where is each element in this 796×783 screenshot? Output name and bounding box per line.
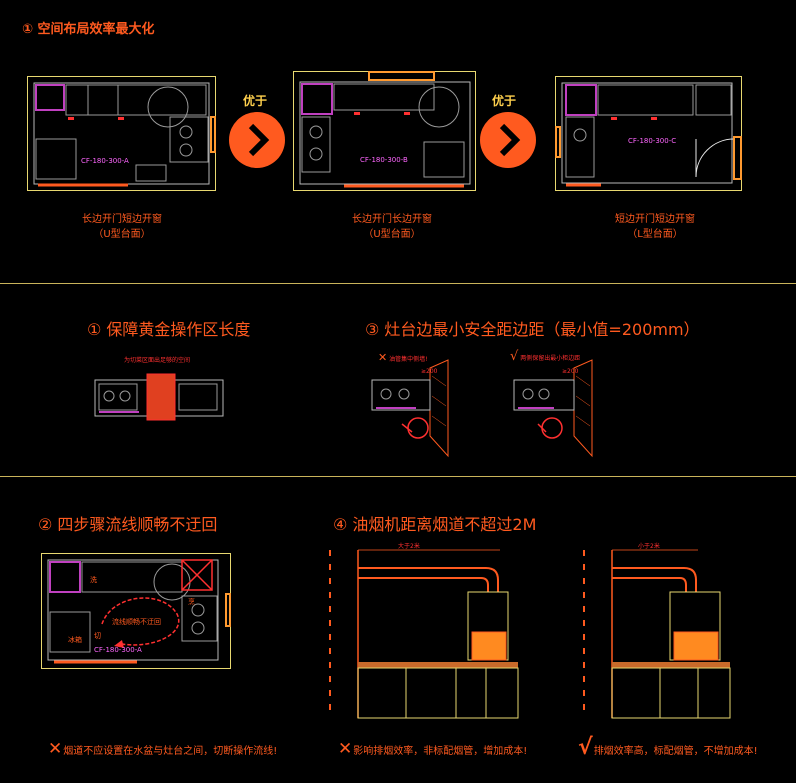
hood-elevation-short: 小于2米 xyxy=(583,542,731,719)
layout-plan-c-drawing: CF-180-300-C xyxy=(555,82,742,187)
workflow-plan-drawing: CF-180-300-A 流线顺畅不迂回 冰箱 洗 切 烹 xyxy=(47,559,231,664)
hood-long-warning-text: 影响排烟效率，非标配烟管，增加成本! xyxy=(353,746,528,757)
layout-plan-b-code: CF-180-300-B xyxy=(360,156,408,164)
golden-zone-counter xyxy=(94,373,224,421)
workflow-cut-label: 切 xyxy=(94,632,101,640)
layout-caption-c-line2: （L型台面） xyxy=(627,229,683,240)
layout-plan-b: CF-180-300-B xyxy=(293,71,476,191)
layout-plan-c-code: CF-180-300-C xyxy=(628,137,676,145)
layout-caption-c: 短边开门短边开窗 （L型台面） xyxy=(575,212,735,242)
layout-caption-a-line2: （U型台面） xyxy=(93,229,151,240)
layout-caption-a: 长边开门短边开窗 （U型台面） xyxy=(42,212,202,242)
golden-zone-title: ① 保障黄金操作区长度 xyxy=(87,320,251,339)
workflow-fridge-label: 冰箱 xyxy=(68,635,82,644)
cross-icon: ✕ xyxy=(338,739,353,759)
stove-good-note: √ 两侧保留出最小柜边距 xyxy=(510,349,580,364)
hood-long-warning-note: ✕影响排烟效率，非标配烟管，增加成本! xyxy=(338,739,527,759)
comparison-label-1: 优于 xyxy=(243,94,268,108)
layout-caption-b-line2: （U型台面） xyxy=(363,229,421,240)
stove-distance-title: ③ 灶台边最小安全距边距（最小值=200mm） xyxy=(365,320,700,339)
workflow-plan-code: CF-180-300-A xyxy=(94,646,142,654)
workflow-cook-label: 烹 xyxy=(188,597,195,606)
golden-zone-note: 为切菜区面出足够的空间 xyxy=(124,357,191,364)
stove-bad-note: ✕ 油管集中侧墙! xyxy=(378,351,428,364)
section-1: ① 空间布局效率最大化 CF-180-300-A 长边开门短边开窗 （U型台面）… xyxy=(0,0,796,283)
workflow-flow-text: 流线顺畅不迂回 xyxy=(112,617,161,626)
section-divider-1 xyxy=(0,283,796,284)
stove-good-dimension: ≥200 xyxy=(562,368,579,375)
layout-plan-b-drawing: CF-180-300-B xyxy=(299,71,471,188)
layout-caption-b-line1: 长边开门长边开窗 xyxy=(352,214,432,225)
section-3: ② 四步骤流线顺畅不迂回 ④ 油烟机距离烟道不超过2M CF-180-300-A… xyxy=(0,477,796,783)
stove-bad-dimension: ≥200 xyxy=(421,368,438,375)
stove-good-note-text: 两侧保留出最小柜边距 xyxy=(520,355,581,362)
layout-caption-c-line1: 短边开门短边开窗 xyxy=(615,214,695,225)
comparison-arrow-2 xyxy=(480,112,536,168)
layout-plan-c: CF-180-300-C xyxy=(555,76,742,191)
comparison-arrow-1 xyxy=(229,112,285,168)
hood-short-dimension: 小于2米 xyxy=(638,542,660,550)
cross-icon: ✕ xyxy=(378,351,388,364)
layout-caption-b: 长边开门长边开窗 （U型台面） xyxy=(312,212,472,242)
check-icon: √ xyxy=(578,735,593,760)
layout-plan-a-code: CF-180-300-A xyxy=(81,157,129,165)
hood-elevation-long: 大于2米 xyxy=(329,542,519,719)
layout-plan-a-drawing: CF-180-300-A xyxy=(33,82,216,187)
flow-warning-text: 烟道不应设置在水盆与灶台之间，切断操作流线! xyxy=(63,746,278,757)
check-icon: √ xyxy=(510,349,519,364)
hood-distance-title: ④ 油烟机距离烟道不超过2M xyxy=(333,515,537,534)
workflow-plan: CF-180-300-A 流线顺畅不迂回 冰箱 洗 切 烹 xyxy=(41,553,231,669)
stove-bad-note-text: 油管集中侧墙! xyxy=(389,356,428,363)
hood-long-dimension: 大于2米 xyxy=(398,542,420,550)
hood-short-good-text: 排烟效率高，标配烟管，不增加成本! xyxy=(593,746,758,757)
flow-warning-note: ✕烟道不应设置在水盆与灶台之间，切断操作流线! xyxy=(48,739,277,759)
workflow-wash-label: 洗 xyxy=(90,575,97,584)
chevron-right-icon xyxy=(248,123,270,157)
cross-icon: ✕ xyxy=(48,739,63,759)
layout-plan-a: CF-180-300-A xyxy=(27,76,216,191)
section-divider-2 xyxy=(0,476,796,477)
stove-good-drawing xyxy=(513,359,593,458)
chevron-right-icon xyxy=(499,123,521,157)
section-2: ① 保障黄金操作区长度 ③ 灶台边最小安全距边距（最小值=200mm） 为切菜区… xyxy=(0,284,796,476)
hood-short-good-note: √排烟效率高，标配烟管，不增加成本! xyxy=(578,735,758,760)
layout-caption-a-line1: 长边开门短边开窗 xyxy=(82,214,162,225)
section-1-title: ① 空间布局效率最大化 xyxy=(22,22,155,37)
workflow-title: ② 四步骤流线顺畅不迂回 xyxy=(38,515,218,534)
stove-bad-drawing xyxy=(371,359,449,458)
comparison-label-2: 优于 xyxy=(492,94,517,108)
